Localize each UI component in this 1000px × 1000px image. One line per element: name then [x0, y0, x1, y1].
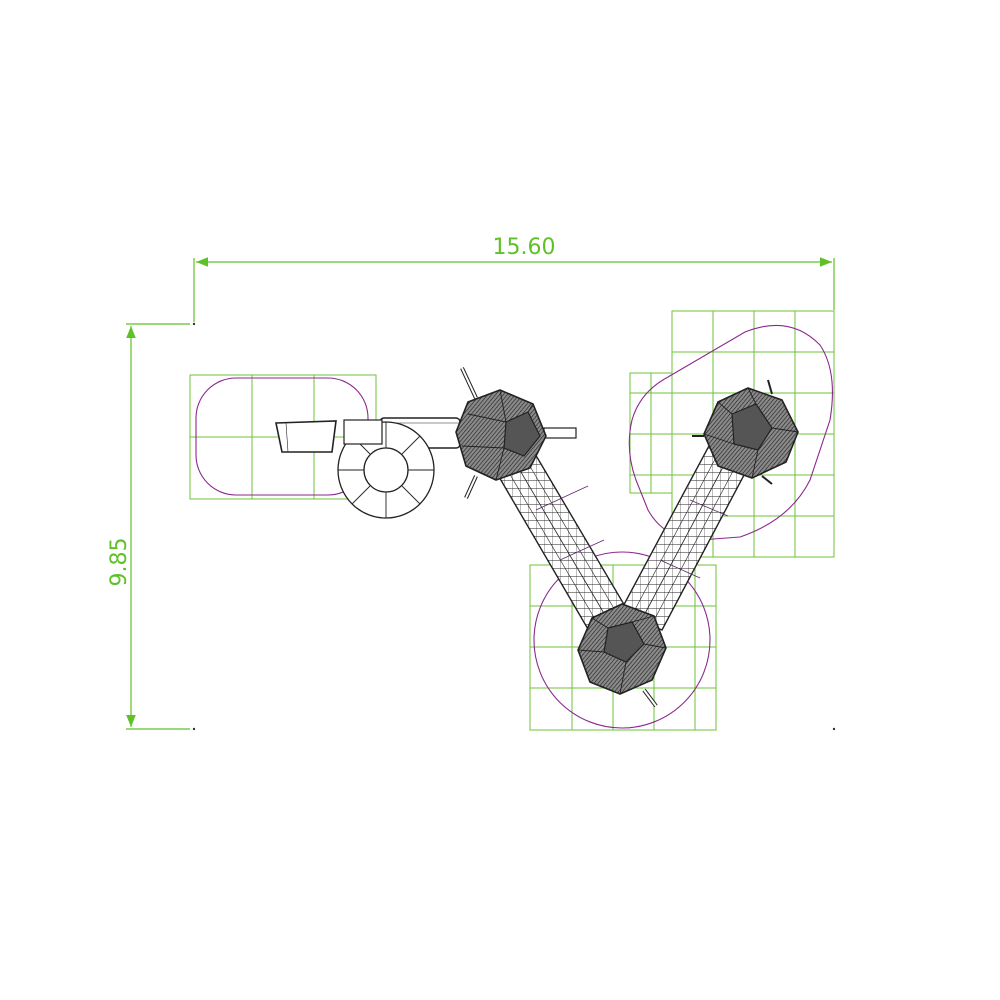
width-dimension: 15.60: [193, 235, 835, 322]
height-label: 9.85: [107, 538, 132, 587]
width-label: 15.60: [493, 235, 556, 260]
pod-right: [692, 379, 799, 485]
pod-bottom: [577, 603, 667, 708]
safety-zones: [195, 324, 833, 729]
corner-marks: [192, 322, 836, 731]
safety-zone-bottom: [533, 551, 711, 729]
spiral-slide: [337, 419, 435, 519]
tunnel-right: [619, 443, 753, 631]
height-dimension: 9.85: [107, 323, 190, 730]
safety-zone-right: [628, 324, 833, 541]
slide-exit: [275, 420, 337, 453]
pod-left: [455, 367, 577, 499]
